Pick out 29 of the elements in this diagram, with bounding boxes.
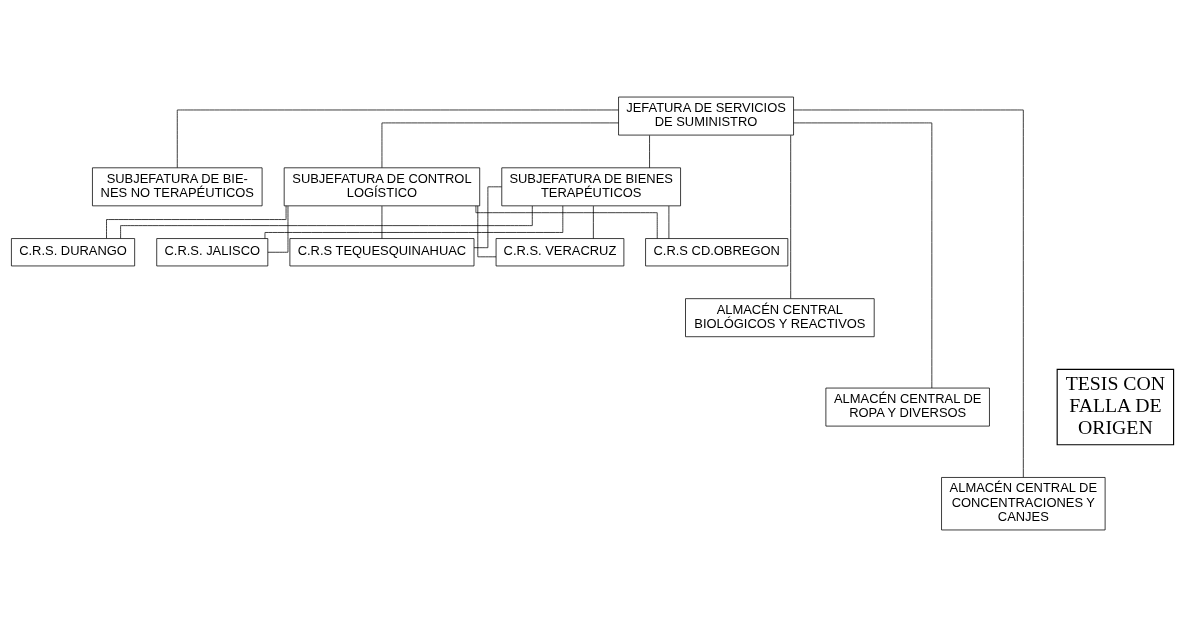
node-box: C.R.S TEQUESQUINAHUAC: [289, 237, 475, 266]
node-box: TESIS CON FALLA DE ORIGEN: [1056, 368, 1175, 445]
node-box: C.R.S. JALISCO: [156, 237, 269, 266]
node-box: SUBJEFATURA DE CONTROL LOGÍSTICO: [283, 166, 481, 206]
connector: [106, 204, 287, 239]
node-box: ALMACÉN CENTRAL DE CONCENTRACIONES Y CANJES: [941, 476, 1106, 530]
node-box: SUBJEFATURA DE BIENES TERAPÉUTICOS: [501, 166, 681, 206]
connector: [790, 134, 792, 299]
node-box: C.R.S CD.OBREGON: [645, 237, 789, 266]
connector: [593, 205, 594, 239]
connector: [381, 122, 619, 168]
connector: [668, 205, 670, 239]
connector: [473, 185, 502, 248]
connector: [264, 205, 564, 239]
node-box: JEFATURA DE SERVICIOS DE SUMINISTRO: [618, 96, 794, 135]
node-box: ALMACÉN CENTRAL BIOLÓGICOS Y REACTIVOS: [685, 297, 875, 337]
connector: [120, 205, 533, 239]
connector: [381, 205, 383, 239]
node-box: C.R.S. DURANGO: [11, 237, 136, 266]
connector: [649, 134, 650, 168]
node-box: SUBJEFATURA DE BIE- NES NO TERAPÉUTICOS: [92, 166, 263, 206]
connector: [176, 109, 619, 168]
connector: [475, 205, 658, 239]
node-box: ALMACÉN CENTRAL DE ROPA Y DIVERSOS: [825, 387, 990, 426]
connector: [267, 205, 289, 253]
connector: [477, 205, 497, 257]
connector: [793, 122, 933, 388]
node-box: C.R.S. VERACRUZ: [495, 237, 625, 266]
connector: [793, 109, 1024, 478]
